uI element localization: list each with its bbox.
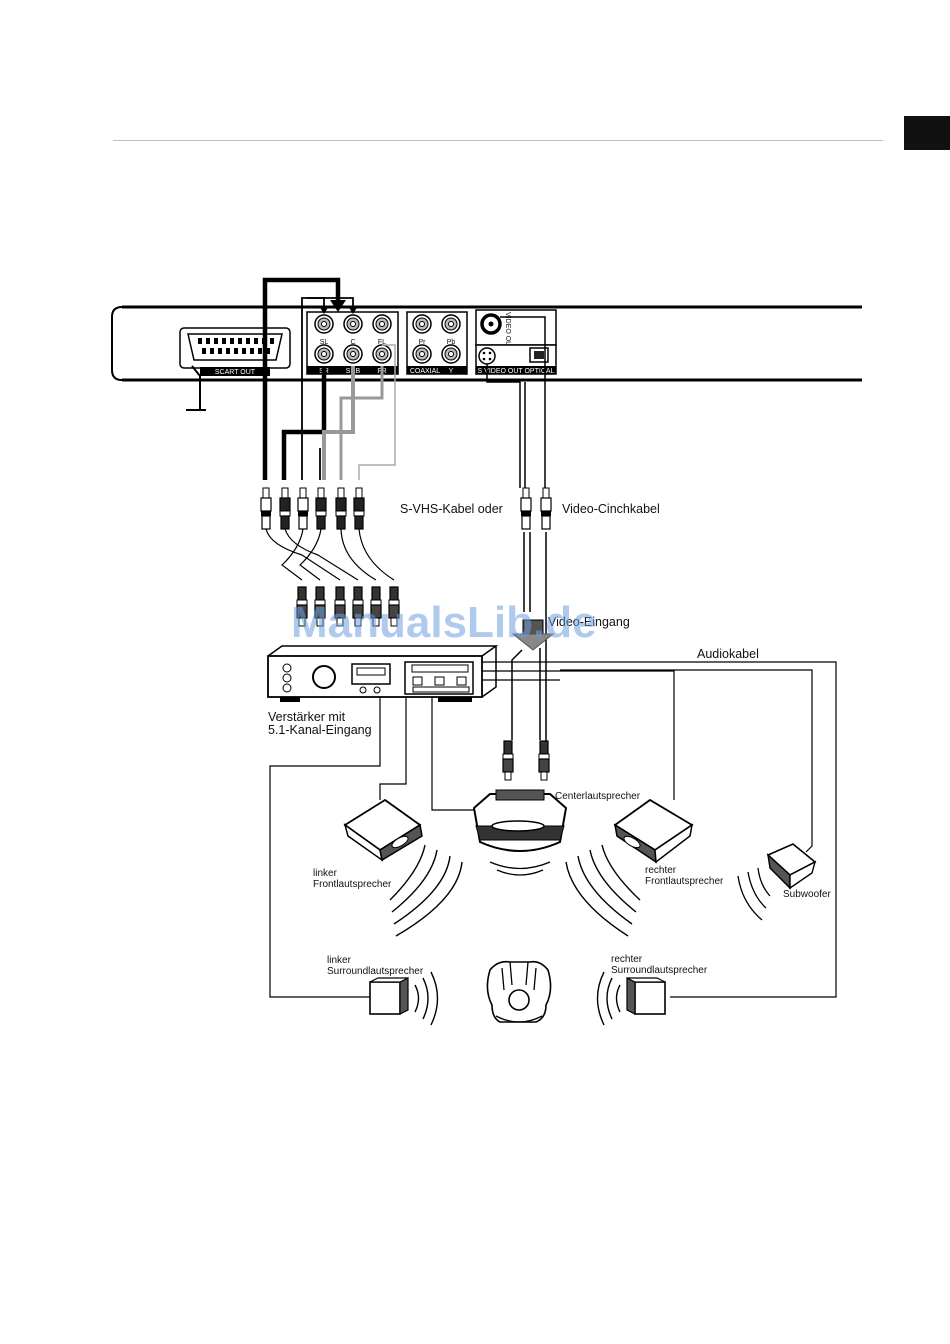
coaxial-label: COAXIAL: [410, 368, 440, 375]
svhs-cable-label: S-VHS-Kabel oder: [400, 502, 503, 516]
dvd-rear-panel: SCART OUT SL C FL SR SUB FR: [111, 305, 862, 411]
subwoofer-label: Subwoofer: [783, 889, 831, 900]
audio-cable-label: Audiokabel: [697, 647, 759, 661]
jack-label-c: C: [350, 339, 355, 346]
audio-cables-dvd: [262, 277, 396, 480]
y-label: Y: [449, 368, 454, 375]
right-surround-label-line1: rechter: [611, 954, 643, 965]
page-tab-marker: [904, 116, 950, 150]
left-front-label-line1: linker: [313, 868, 338, 879]
right-front-label-line1: rechter: [645, 865, 677, 876]
jack-label-pr: Pr: [419, 339, 427, 346]
center-speaker: [472, 789, 568, 876]
watermark: ManualsLib.de: [291, 598, 597, 647]
right-front-speaker: [565, 798, 694, 937]
left-front-speaker: [343, 798, 463, 937]
right-surround-label-line2: Surroundlautsprecher: [611, 965, 708, 976]
left-front-label-line2: Frontlautsprecher: [313, 879, 392, 890]
left-surround-label-line1: linker: [327, 955, 352, 966]
scart-connector: SCART OUT: [179, 327, 291, 411]
video-input-arrow: [511, 633, 555, 651]
subwoofer-speaker: [737, 843, 817, 921]
video-out-label: VIDEO OUT: [504, 312, 511, 351]
center-speaker-label: Centerlautsprecher: [555, 791, 641, 802]
left-surround-label-line2: Surroundlautsprecher: [327, 966, 424, 977]
amplifier-label-line2: 5.1-Kanal-Eingang: [268, 723, 372, 737]
component-jacks: Pr Pb COAXIAL Y: [406, 311, 468, 375]
listener-figure: [486, 960, 552, 1023]
left-surround-speaker: [369, 971, 439, 1026]
amplifier: [267, 645, 499, 702]
video-cinch-cable-label: Video-Cinchkabel: [562, 502, 660, 516]
jack-label-sl: SL: [320, 339, 329, 346]
video-outputs: VIDEO OUT S VIDEO OUT OPTICAL: [475, 309, 557, 375]
right-front-label-line2: Frontlautsprecher: [645, 876, 724, 887]
audio-cables-to-amplifier: [265, 528, 395, 581]
audio-5-1-jacks: SL C FL SR SUB FR: [306, 311, 399, 375]
svideo-optical-label: S VIDEO OUT OPTICAL: [478, 368, 555, 375]
right-surround-speaker: [596, 971, 666, 1026]
scart-label: SCART OUT: [215, 369, 256, 376]
speaker-cables: [269, 661, 837, 998]
diagram-labels: S-VHS-Kabel oder Video-Cinchkabel Video-…: [268, 502, 831, 977]
video-input-label: Video-Eingang: [548, 615, 630, 629]
header-rule: [113, 140, 883, 141]
jack-label-fl: FL: [378, 339, 386, 346]
amplifier-label-line1: Verstärker mit: [268, 710, 346, 724]
rca-plugs-top: [260, 487, 365, 530]
jack-label-pb: Pb: [447, 339, 456, 346]
video-cables: [486, 316, 547, 760]
